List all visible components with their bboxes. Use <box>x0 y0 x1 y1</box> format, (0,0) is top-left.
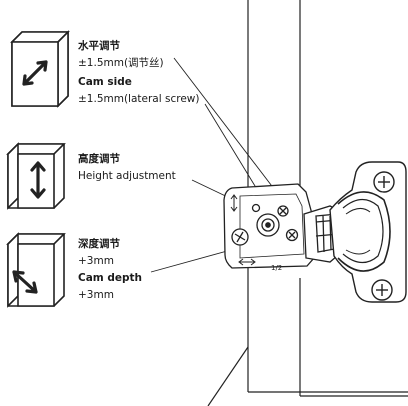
depth-range-cn: +3mm <box>78 255 114 267</box>
height-title-en: Height adjustment <box>78 170 176 182</box>
hinge-mounting-plate <box>223 183 315 269</box>
horizontal-range-en: ±1.5mm(lateral screw) <box>78 93 200 105</box>
depth-range-en: +3mm <box>78 289 114 301</box>
hinge-cup <box>329 161 407 303</box>
horizontal-adjustment-label: 水平调节 ±1.5mm(调节丝) Cam side ±1.5mm(lateral… <box>78 38 199 108</box>
double-arrow-vertical-icon <box>6 142 66 210</box>
double-arrow-diagonal-icon <box>10 30 70 108</box>
height-title-cn: 高度调节 <box>78 153 120 165</box>
horizontal-title-en: Cam side <box>78 76 132 88</box>
height-adjustment-label: 高度调节 Height adjustment <box>78 151 176 185</box>
horizontal-range-cn: ±1.5mm(调节丝) <box>78 57 164 69</box>
double-arrow-depth-icon <box>6 232 66 308</box>
depth-adjustment-label: 深度调节 +3mm Cam depth +3mm <box>78 236 142 304</box>
depth-title-cn: 深度调节 <box>78 238 120 250</box>
hinge-mark-text: 1/2 <box>271 264 282 272</box>
depth-title-en: Cam depth <box>78 272 143 284</box>
horizontal-title-cn: 水平调节 <box>78 40 120 52</box>
